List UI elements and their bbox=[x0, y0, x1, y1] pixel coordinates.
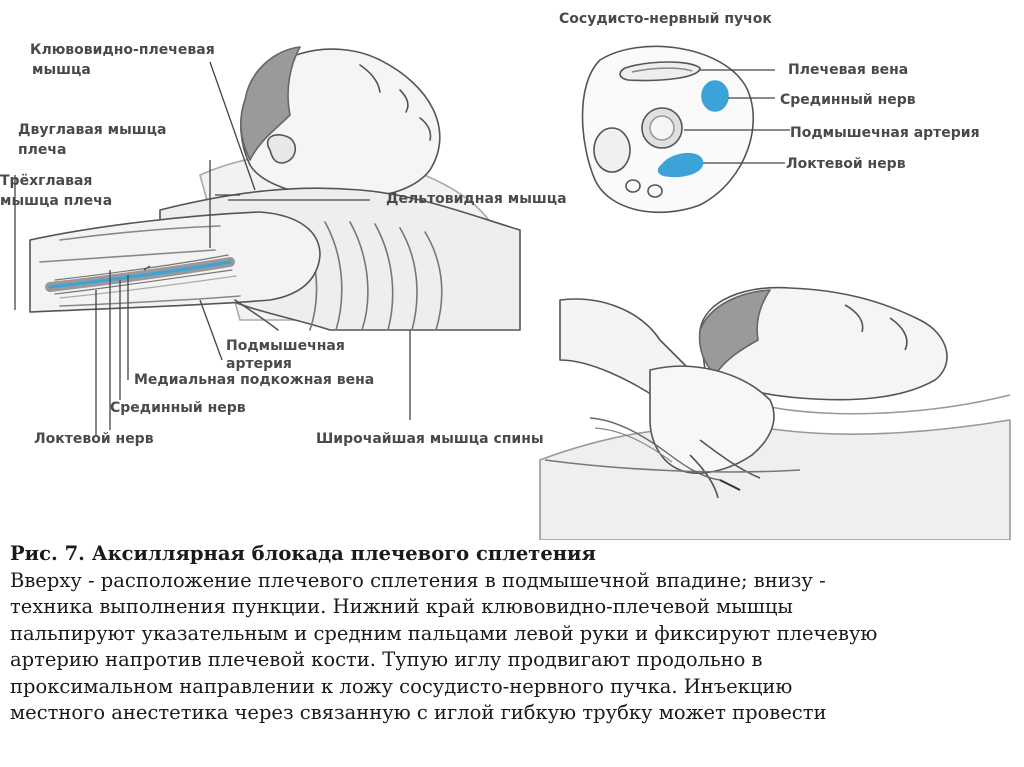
label-inset-median-nerve: Срединный нерв bbox=[780, 92, 916, 108]
inset-median-nerve bbox=[701, 80, 729, 112]
label-inset-axillary-artery: Подмышечная артерия bbox=[790, 125, 980, 141]
leader-lines bbox=[14, 61, 411, 435]
label-axillary-artery-2: артерия bbox=[226, 356, 292, 372]
caption-line: артерию напротив плечевой кости. Тупую и… bbox=[10, 648, 763, 671]
hair bbox=[240, 46, 301, 161]
tubing bbox=[589, 417, 721, 481]
label-bundle-title: Сосудисто-нервный пучок bbox=[559, 11, 772, 27]
caption-title: Рис. 7. Аксиллярная блокада плечевого сп… bbox=[10, 542, 596, 565]
head bbox=[240, 48, 441, 200]
label-coracobrachialis-2: мышца bbox=[32, 62, 91, 78]
neurovascular-bundle bbox=[45, 254, 237, 299]
illustration bbox=[14, 45, 1011, 540]
label-coracobrachialis-1: Клювовидно-плечевая bbox=[30, 42, 215, 58]
caption-line: Вверху - расположение плечевого сплетени… bbox=[10, 568, 826, 592]
figure-caption: Рис. 7. Аксиллярная блокада плечевого сп… bbox=[10, 541, 1014, 727]
caption-line: проксимальном направлении к ложу сосудис… bbox=[10, 674, 793, 698]
label-latissimus: Широчайшая мышца спины bbox=[316, 431, 544, 447]
caption-line: местного анестетика через связанную с иг… bbox=[10, 701, 827, 724]
upper-figure bbox=[29, 46, 521, 331]
lower-figure bbox=[539, 286, 1011, 540]
inset-ulnar-nerve bbox=[657, 152, 704, 178]
head-2 bbox=[699, 286, 948, 401]
label-deltoid: Дельтовидная мышца bbox=[386, 191, 567, 207]
label-triceps-2: мышца плеча bbox=[0, 193, 113, 209]
label-triceps-1: Трёхглавая bbox=[0, 173, 93, 189]
inset-leaders bbox=[684, 69, 790, 164]
label-biceps-2: плеча bbox=[18, 142, 67, 158]
hair-2 bbox=[698, 289, 771, 376]
caption-line: пальпируют указательным и средним пальца… bbox=[10, 621, 878, 645]
label-inset-brachial-vein: Плечевая вена bbox=[788, 62, 909, 78]
hand bbox=[649, 365, 775, 474]
label-inset-ulnar-nerve: Локтевой нерв bbox=[786, 156, 906, 172]
label-medial-vein: Медиальная подкожная вена bbox=[134, 372, 375, 388]
bundle-inset bbox=[581, 45, 754, 214]
label-median-nerve: Срединный нерв bbox=[110, 400, 246, 416]
caption-line: техника выполнения пункции. Нижний край … bbox=[10, 595, 793, 618]
arm bbox=[29, 211, 321, 313]
inset-vein bbox=[619, 61, 701, 82]
label-ulnar-nerve: Локтевой нерв bbox=[34, 431, 154, 447]
label-axillary-artery-1: Подмышечная bbox=[226, 338, 345, 354]
label-biceps-1: Двуглавая мышца bbox=[18, 122, 167, 138]
ear bbox=[266, 134, 297, 164]
